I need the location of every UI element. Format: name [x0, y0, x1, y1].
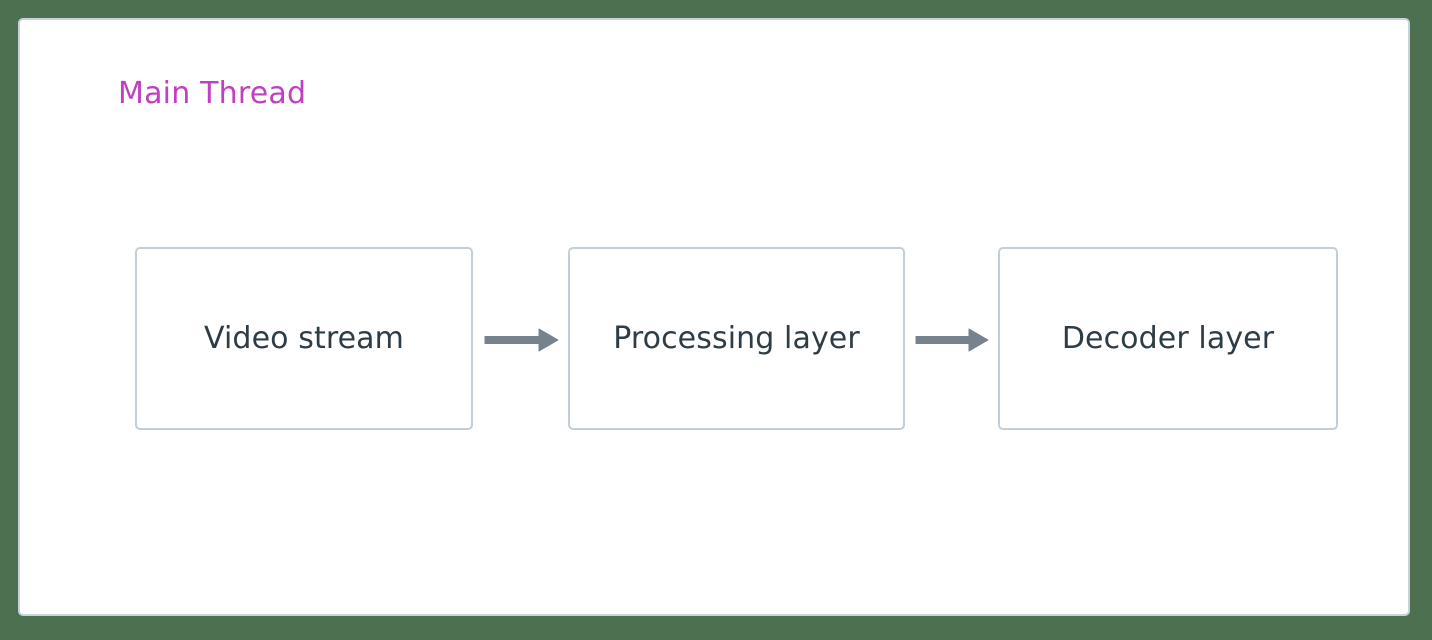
arrow-right-icon	[484, 328, 559, 352]
node-decoder-layer[interactable]: Decoder layer	[998, 247, 1338, 430]
edge-processing-layer-to-decoder-layer	[905, 316, 998, 364]
node-video-stream[interactable]: Video stream	[135, 247, 473, 430]
subgraph-title-label: Main Thread	[118, 76, 307, 111]
node-processing-layer[interactable]: Processing layer	[568, 247, 905, 430]
node-label: Video stream	[204, 320, 404, 356]
arrow-right-icon	[915, 328, 989, 352]
edge-video-stream-to-processing-layer	[473, 316, 568, 364]
subgraph-main-thread: Main Thread Video stream Processing laye…	[18, 18, 1410, 616]
node-label: Processing layer	[613, 320, 860, 356]
node-label: Decoder layer	[1061, 320, 1275, 356]
